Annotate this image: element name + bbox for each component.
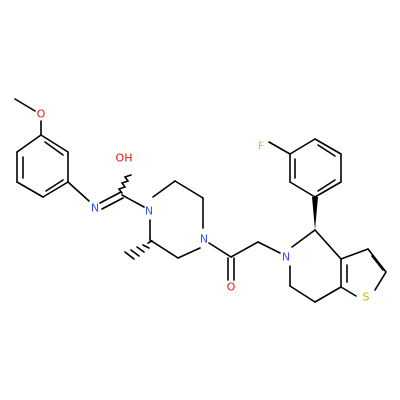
atom-label-n-piperazine-4: N [200, 233, 208, 246]
atom-label-o-methoxy: O [37, 108, 46, 121]
carboximidic-acid-group [67, 174, 145, 210]
atom-label-fluorine: F [258, 140, 264, 153]
atom-labels: O OH N N N O N F S [37, 108, 370, 304]
thienopyridine-system [289, 229, 387, 303]
atom-label-sulfur: S [363, 291, 370, 304]
piperazine-ring [124, 180, 204, 260]
methyl-hashed-wedge [124, 240, 153, 260]
atom-label-n-ring: N [282, 251, 290, 264]
fluorophenyl-ring [268, 138, 342, 230]
methoxy-group [14, 98, 42, 136]
atom-label-o-carbonyl: O [227, 281, 236, 294]
atom-label-oh: OH [116, 152, 133, 165]
atom-label-n-piperazine-1: N [145, 205, 153, 218]
atom-label-n-imine: N [91, 202, 99, 215]
methoxyphenyl-ring [16, 134, 69, 198]
amide-group [208, 241, 281, 281]
